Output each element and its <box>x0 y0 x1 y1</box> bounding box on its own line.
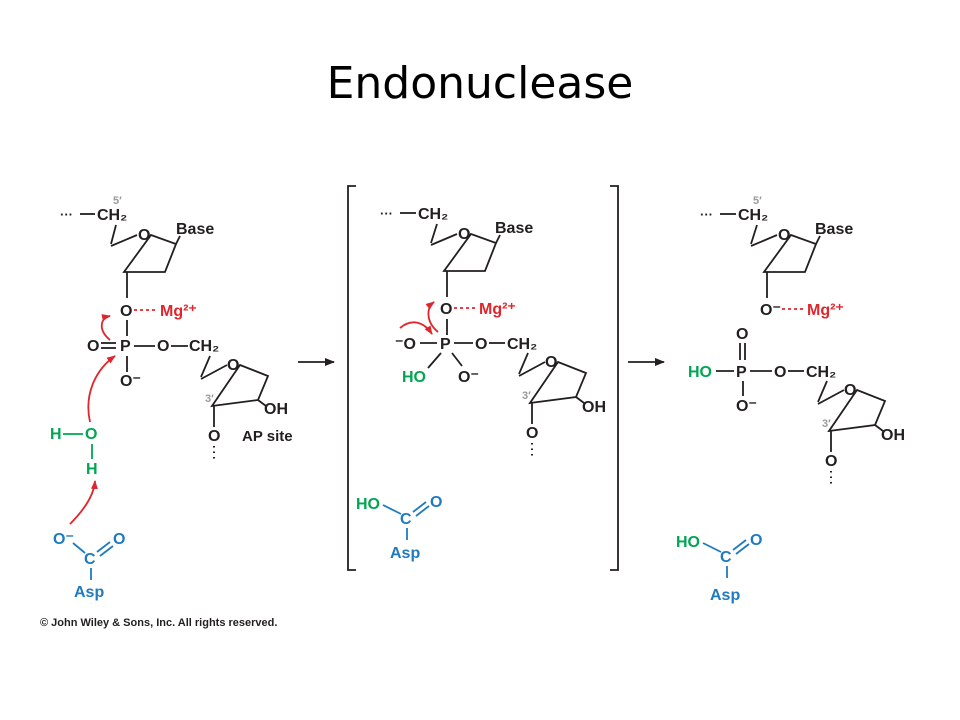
asp-carbon: C <box>400 511 412 528</box>
ch2-label: CH₂ <box>806 364 836 381</box>
asp-label: Asp <box>390 545 420 562</box>
base-label: Base <box>176 221 214 238</box>
phosphorus-atom: P <box>440 336 451 353</box>
asp-carbonyl-oxygen: O <box>430 494 442 511</box>
ester-oxygen: O <box>475 336 487 353</box>
alkoxide-o-minus: O⁻ <box>760 302 781 319</box>
slide-title: Endonuclease <box>326 58 634 109</box>
oxo-oxygen: O <box>736 326 748 343</box>
panel-products: ··· 5′ CH₂ O Base O⁻ Mg²⁺ O HO P O CH₂ <box>676 195 905 604</box>
chain-dots: ··· <box>700 207 713 222</box>
asp-label: Asp <box>710 587 740 604</box>
lower-deoxyribose-2: O OH 3′ O <box>518 352 606 458</box>
ring-oxygen: O <box>545 354 557 371</box>
phosphate-group-3: O HO P O CH₂ O⁻ <box>688 326 836 415</box>
upper-deoxyribose-3: ··· 5′ CH₂ O Base O⁻ Mg²⁺ <box>700 195 853 319</box>
bracket-right <box>610 185 619 571</box>
bracket-left <box>347 185 356 571</box>
chain-dots: ··· <box>60 207 73 222</box>
ap-site-label: AP site <box>242 428 293 445</box>
ch2-label: CH₂ <box>189 338 219 355</box>
three-prime-oxygen: O <box>526 425 538 442</box>
phosphate-o-minus: O⁻ <box>458 369 479 386</box>
bond-cleavage-arrow <box>425 301 439 333</box>
water-hydrogen: H <box>86 461 98 478</box>
water-hydrogen: H <box>50 426 62 443</box>
three-prime-label: 3′ <box>822 418 831 430</box>
oxo-oxygen: O <box>87 338 99 355</box>
hydroxyl-label: OH <box>881 427 905 444</box>
minus-o: ⁻O <box>395 336 416 353</box>
upper-deoxyribose-1: ··· 5′ CH₂ O Base <box>60 195 214 298</box>
phosphorane-intermediate: ⁻O P O CH₂ HO O⁻ <box>395 319 537 386</box>
asp-o-minus: O⁻ <box>53 531 74 548</box>
asp-hydroxyl: HO <box>676 534 700 551</box>
ch2-label: CH₂ <box>507 336 537 353</box>
magnesium-ion: Mg²⁺ <box>160 303 197 320</box>
three-prime-label: 3′ <box>205 393 214 405</box>
copyright-notice: © John Wiley & Sons, Inc. All rights res… <box>40 617 277 629</box>
phosphorus-atom: P <box>736 364 747 381</box>
phosphorus-atom: P <box>120 338 131 355</box>
aspartate-residue-3: HO C O Asp <box>676 532 762 604</box>
magnesium-ion: Mg²⁺ <box>807 302 844 319</box>
phosphate-o-minus: O⁻ <box>120 373 141 390</box>
three-prime-label: 3′ <box>522 390 531 402</box>
lower-deoxyribose-3: O OH 3′ O <box>817 380 905 486</box>
electron-push-arrow <box>100 314 111 341</box>
hydroxyl-label: OH <box>582 399 606 416</box>
ring-oxygen: O <box>227 357 239 374</box>
three-prime-oxygen: O <box>208 428 220 445</box>
electron-return-arrow <box>399 321 433 335</box>
lower-deoxyribose-1: O OH 3′ O AP site <box>200 355 293 461</box>
aspartate-residue-2: HO C O Asp <box>356 494 442 562</box>
ester-oxygen: O <box>157 338 169 355</box>
asp-label: Asp <box>74 584 104 601</box>
phosphate-group-1: O P O CH₂ O⁻ <box>87 320 219 390</box>
new-hydroxyl: HO <box>402 369 426 386</box>
asp-hydroxyl: HO <box>356 496 380 513</box>
water-molecule: H O H <box>50 426 98 478</box>
ring-oxygen: O <box>138 227 150 244</box>
five-prime-label: 5′ <box>753 195 762 207</box>
bridging-oxygen: O <box>120 303 132 320</box>
three-prime-oxygen: O <box>825 453 837 470</box>
phosphate-o-minus: O⁻ <box>736 398 757 415</box>
new-hydroxyl: HO <box>688 364 712 381</box>
base-label: Base <box>495 220 533 237</box>
ester-oxygen: O <box>774 364 786 381</box>
magnesium-ion: Mg²⁺ <box>479 301 516 318</box>
asp-carbonyl-oxygen: O <box>750 532 762 549</box>
ch2-label: CH₂ <box>738 207 768 224</box>
asp-carbonyl-oxygen: O <box>113 531 125 548</box>
ring-oxygen: O <box>844 382 856 399</box>
bridging-oxygen: O <box>440 301 452 318</box>
asp-attack-arrow <box>69 480 98 525</box>
chain-dots: ··· <box>380 206 393 221</box>
ch2-label: CH₂ <box>418 206 448 223</box>
panel-intermediate: ··· CH₂ O Base O Mg²⁺ ⁻O P O CH₂ HO O⁻ <box>347 185 619 571</box>
asp-carbon: C <box>84 551 96 568</box>
water-attack-arrow <box>87 355 116 423</box>
base-label: Base <box>815 221 853 238</box>
aspartate-residue-1: O⁻ C O Asp <box>53 531 125 601</box>
ring-oxygen: O <box>458 226 470 243</box>
asp-carbon: C <box>720 549 732 566</box>
hydroxyl-label: OH <box>264 401 288 418</box>
five-prime-label: 5′ <box>113 195 122 207</box>
ch2-label: CH₂ <box>97 207 127 224</box>
water-oxygen: O <box>85 426 97 443</box>
ring-oxygen: O <box>778 227 790 244</box>
upper-deoxyribose-2: ··· CH₂ O Base <box>380 206 533 297</box>
panel-substrate: ··· 5′ CH₂ O Base O Mg²⁺ O P O CH₂ O <box>50 195 293 601</box>
